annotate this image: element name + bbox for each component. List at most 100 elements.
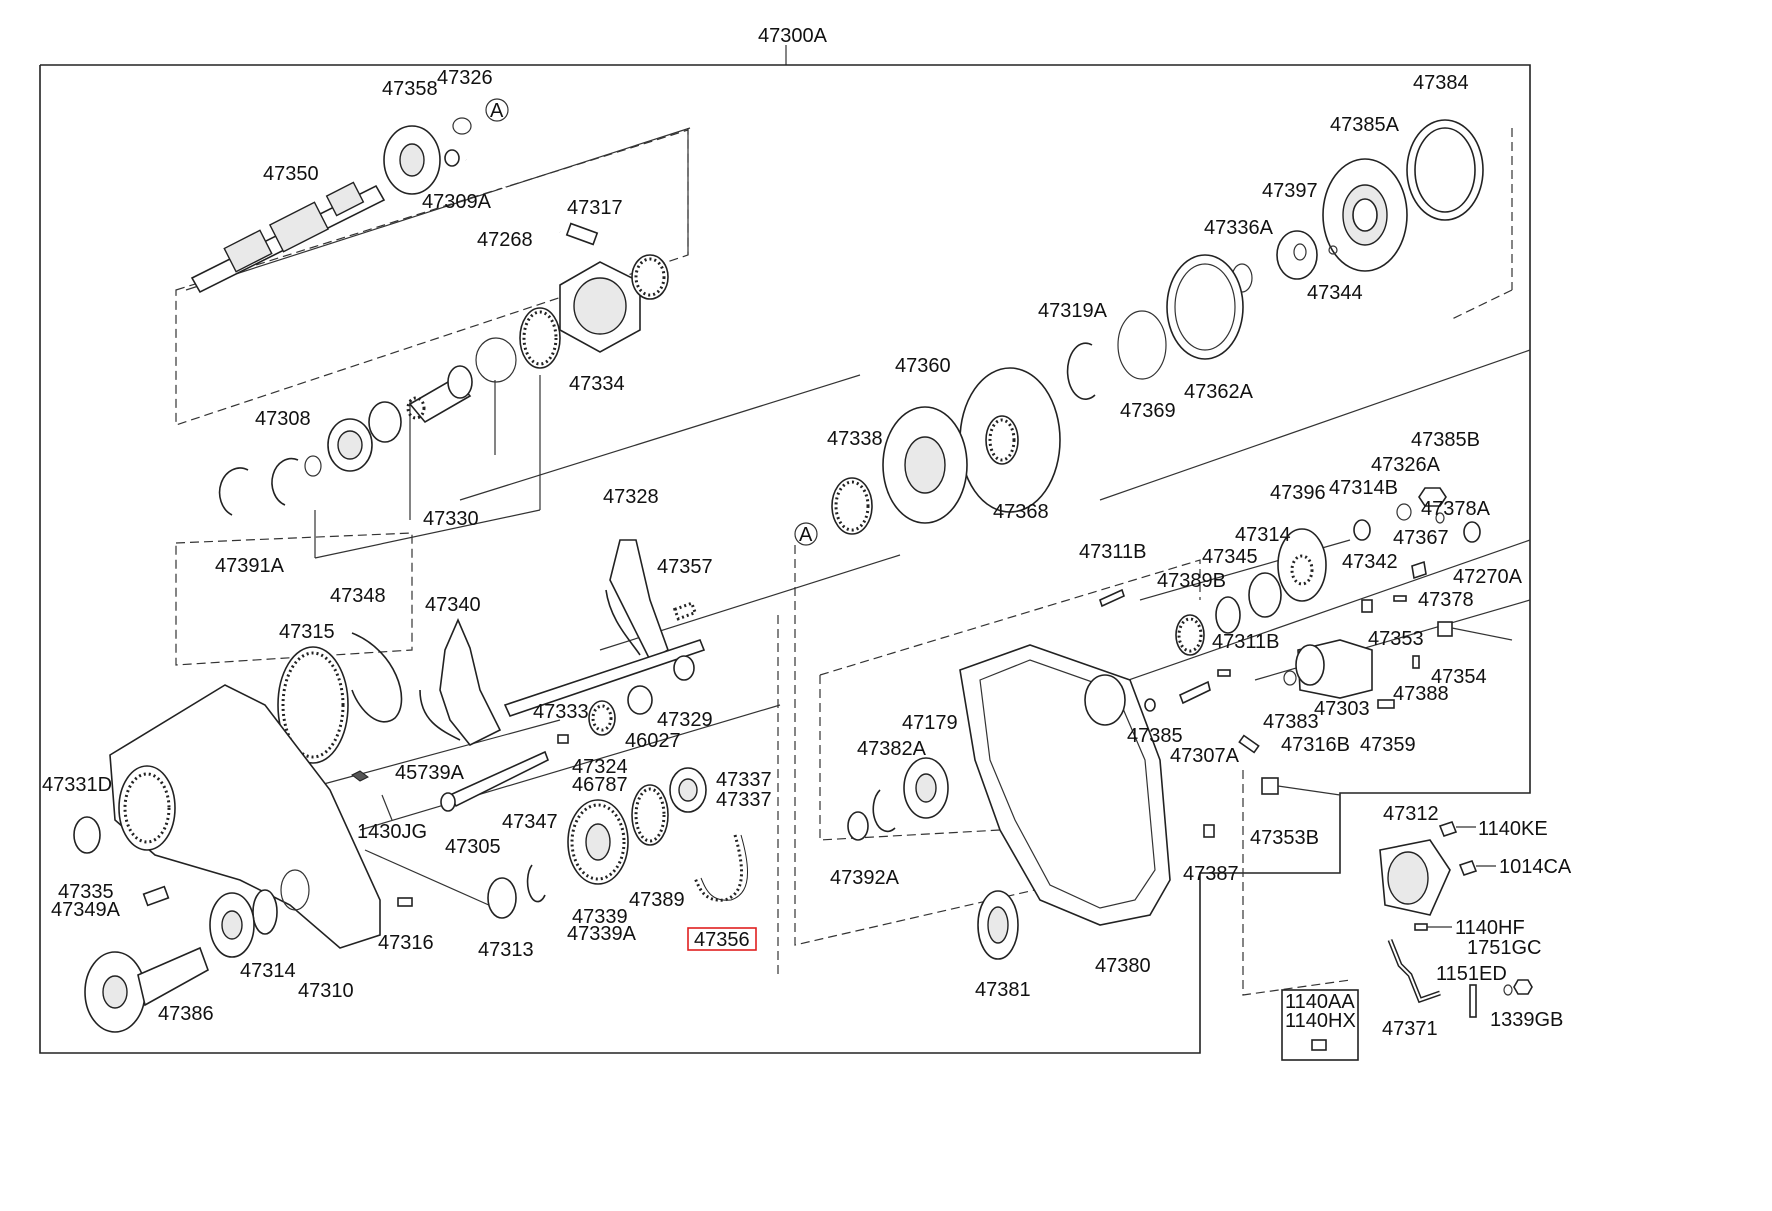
part-label: 47314 xyxy=(240,960,296,982)
part-label: 1140HF xyxy=(1455,917,1525,939)
reference-mark: A xyxy=(799,524,813,546)
part-label: 47354 xyxy=(1431,666,1487,688)
part-label: 47315 xyxy=(279,621,335,643)
part-label: 47333 xyxy=(533,701,589,723)
part-label: 47389B xyxy=(1157,570,1226,592)
part-label: 47396 xyxy=(1270,482,1326,504)
part-label: 47340 xyxy=(425,594,481,616)
part-label: 1014CA xyxy=(1499,856,1572,878)
mount-group xyxy=(1281,821,1533,1061)
part-label: 47326A xyxy=(1371,454,1441,476)
main-shaft-group xyxy=(190,117,669,516)
part-label: 47268 xyxy=(477,229,533,251)
part-label: 47303 xyxy=(1314,698,1370,720)
part-label: 47335 xyxy=(58,881,114,903)
part-label: 47336A xyxy=(1204,217,1274,239)
part-label: 47387 xyxy=(1183,863,1239,885)
reference-mark: A xyxy=(490,100,504,122)
assembly-label: 47300A xyxy=(758,25,828,47)
part-label: 47353B xyxy=(1250,827,1319,849)
part-label: 47338 xyxy=(827,428,883,450)
part-label: 47311B xyxy=(1079,541,1146,563)
part-label: 47360 xyxy=(895,355,951,377)
part-label: 47357 xyxy=(657,556,713,578)
part-label: 47397 xyxy=(1262,180,1318,202)
part-label: 47339 xyxy=(572,906,628,928)
part-label: 47270A xyxy=(1453,566,1523,588)
part-label: 1140AA xyxy=(1285,991,1355,1013)
part-label: 47342 xyxy=(1342,551,1398,573)
part-label: 47329 xyxy=(657,709,713,731)
part-label: 47384 xyxy=(1413,72,1469,94)
part-label: 47367 xyxy=(1393,527,1449,549)
part-label: 47383 xyxy=(1263,711,1319,733)
part-label: 47391A xyxy=(215,555,285,577)
part-label: 1339GB xyxy=(1490,1009,1563,1031)
front-housing-group xyxy=(73,617,502,1033)
part-label: 47324 xyxy=(572,756,628,778)
part-label: 47345 xyxy=(1202,546,1258,568)
part-label: 1140KE xyxy=(1478,818,1548,840)
part-label: 47314B xyxy=(1329,477,1398,499)
part-label: 47344 xyxy=(1307,282,1363,304)
part-label: 47362A xyxy=(1184,381,1254,403)
part-label: 45739A xyxy=(395,762,465,784)
part-label: 47328 xyxy=(603,486,659,508)
part-label: 47388 xyxy=(1393,683,1449,705)
part-label: 46787 xyxy=(572,774,628,796)
part-label: 47307A xyxy=(1170,745,1240,767)
part-label: 46027 xyxy=(625,730,681,752)
part-label: 1140HX xyxy=(1285,1010,1356,1032)
part-label: 47339A xyxy=(567,923,637,945)
part-label: 47316 xyxy=(378,932,434,954)
highlight-box xyxy=(687,927,757,951)
part-labels: 47358 47326 47350 47309A 47317 47268 473… xyxy=(42,67,1572,1040)
part-label: 47309A xyxy=(422,191,492,213)
part-label: 47349A xyxy=(51,899,121,921)
part-label: 47369 xyxy=(1120,400,1176,422)
part-label: 47313 xyxy=(478,939,534,961)
part-label: 47319A xyxy=(1038,300,1108,322)
part-label: 47317 xyxy=(567,197,623,219)
leader-lines xyxy=(185,127,1531,911)
part-label: 47353 xyxy=(1368,628,1424,650)
part-label: 47312 xyxy=(1383,803,1439,825)
part-label: 47385 xyxy=(1127,725,1183,747)
part-label: 47378A xyxy=(1421,498,1491,520)
rear-case-group xyxy=(847,487,1513,960)
part-label: 47347 xyxy=(502,811,558,833)
part-label: 47378 xyxy=(1418,589,1474,611)
part-label: 47305 xyxy=(445,836,501,858)
part-label: 1751GC xyxy=(1467,937,1542,959)
part-label: 47381 xyxy=(975,979,1031,1001)
part-label: 47386 xyxy=(158,1003,214,1025)
part-label: 47311B xyxy=(1212,631,1279,653)
part-label: 47179 xyxy=(902,712,958,734)
part-label: 47389 xyxy=(629,889,685,911)
part-label: 47331D xyxy=(42,774,112,796)
part-label: 47330 xyxy=(423,508,479,530)
part-label: 47385A xyxy=(1330,114,1400,136)
part-label: 47350 xyxy=(263,163,319,185)
part-label: 47326 xyxy=(437,67,493,89)
part-label: 47358 xyxy=(382,78,438,100)
part-label: 47392A xyxy=(830,867,900,889)
part-label: 1151ED xyxy=(1436,963,1507,985)
part-label: 47371 xyxy=(1382,1018,1438,1040)
part-label: 47385B xyxy=(1411,429,1480,451)
part-label: 47308 xyxy=(255,408,311,430)
rear-drive-group xyxy=(831,119,1484,535)
part-label: 47314 xyxy=(1235,524,1291,546)
highlighted-part-label: 47356 xyxy=(694,929,750,951)
part-label: 47310 xyxy=(298,980,354,1002)
part-label: 47368 xyxy=(993,501,1049,523)
part-label: 47337 xyxy=(716,769,772,791)
part-label: 47337 xyxy=(716,789,772,811)
part-label: 47359 xyxy=(1360,734,1416,756)
part-label: 47382A xyxy=(857,738,927,760)
part-label: 47348 xyxy=(330,585,386,607)
part-label: 1430JG xyxy=(357,821,427,843)
part-label: 47334 xyxy=(569,373,625,395)
part-label: 47380 xyxy=(1095,955,1151,977)
